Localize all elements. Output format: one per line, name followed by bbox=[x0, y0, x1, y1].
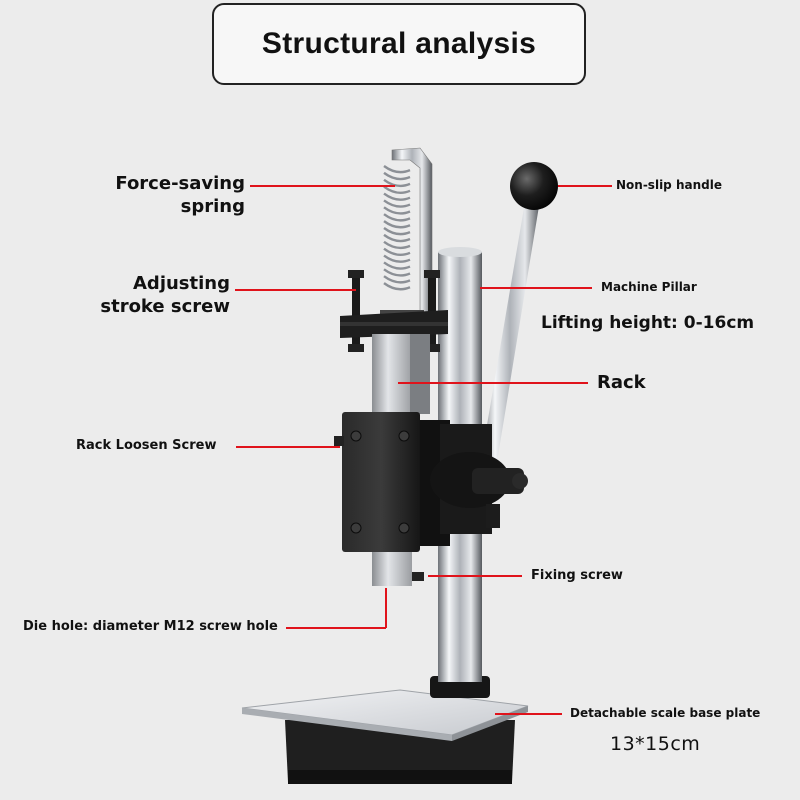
label-die-hole: Die hole: diameter M12 screw hole bbox=[23, 619, 278, 634]
title-box: Structural analysis bbox=[212, 3, 586, 85]
die-holder bbox=[372, 552, 412, 586]
spring-coil bbox=[383, 165, 411, 174]
label-force-saving-spring: Force-saving spring bbox=[110, 173, 245, 218]
spring-coil bbox=[383, 192, 411, 201]
spring-coil bbox=[383, 233, 411, 243]
spring-coil bbox=[383, 171, 411, 181]
spring-coil bbox=[383, 268, 411, 277]
spring-coil bbox=[383, 220, 411, 229]
label-line: stroke screw bbox=[100, 295, 230, 317]
spring-coil bbox=[383, 185, 411, 194]
spring-coil bbox=[383, 247, 411, 256]
rack-bar bbox=[372, 334, 412, 414]
label-machine-pillar: Machine Pillar bbox=[601, 280, 697, 294]
label-adjusting-stroke-screw: Adjusting stroke screw bbox=[90, 273, 230, 318]
label-base-plate: Detachable scale base plate bbox=[570, 706, 761, 720]
base-plate bbox=[241, 689, 529, 741]
spring-coil bbox=[383, 206, 411, 215]
handle-lever bbox=[480, 162, 558, 468]
label-line: Adjusting bbox=[133, 273, 230, 294]
label-rack-loosen-screw: Rack Loosen Screw bbox=[76, 438, 217, 453]
label-fixing-screw: Fixing screw bbox=[531, 568, 623, 583]
spring-coil bbox=[383, 240, 411, 250]
spring-coil bbox=[383, 254, 411, 263]
spring-coil bbox=[383, 227, 411, 236]
fixing-screw-head bbox=[412, 572, 424, 581]
leader-lines bbox=[235, 185, 612, 715]
label-line: Force-saving bbox=[115, 173, 245, 194]
spring-coil bbox=[383, 199, 411, 208]
spring-coil bbox=[383, 178, 411, 188]
spring-coil bbox=[383, 261, 411, 270]
label-non-slip-handle: Non-slip handle bbox=[616, 178, 722, 192]
force-saving-spring bbox=[383, 165, 411, 291]
label-rack: Rack bbox=[597, 372, 646, 393]
pinion-hub bbox=[430, 424, 528, 534]
stroke-bracket bbox=[340, 270, 448, 352]
spring-coil bbox=[383, 213, 411, 222]
label-lifting-height: Lifting height: 0-16cm bbox=[541, 313, 755, 333]
spring-assembly bbox=[380, 147, 433, 316]
page-title: Structural analysis bbox=[261, 27, 537, 60]
label-line: spring bbox=[180, 195, 245, 217]
spring-coil bbox=[383, 282, 411, 291]
spring-coil bbox=[383, 275, 411, 284]
label-base-size: 13*15cm bbox=[610, 733, 701, 755]
